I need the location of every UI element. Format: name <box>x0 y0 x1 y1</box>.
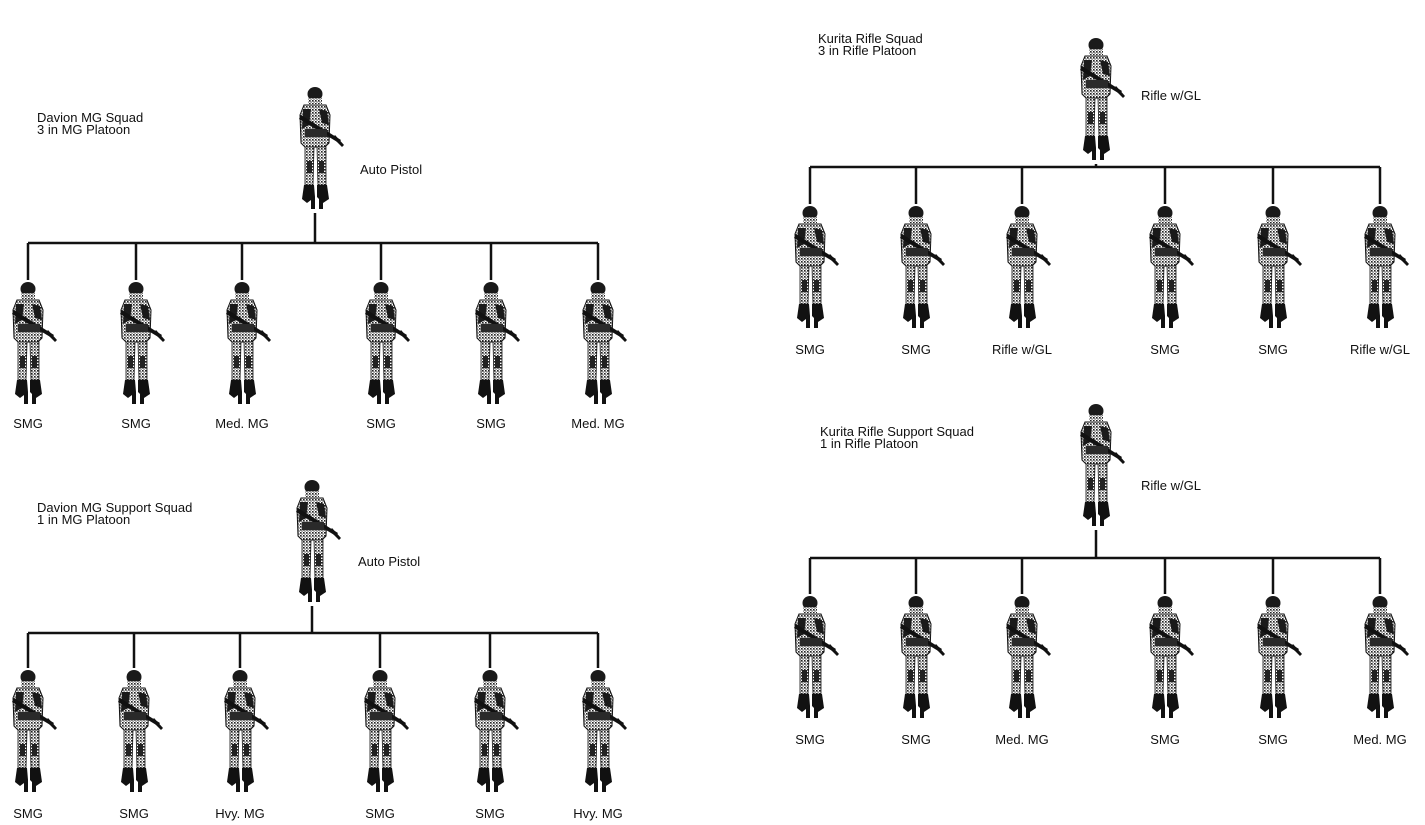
member-weapon-label: SMG <box>1150 732 1180 747</box>
squad-title: Davion MG Squad 3 in MG Platoon <box>37 110 144 137</box>
member-weapon-label: Hvy. MG <box>215 806 265 821</box>
member-weapon-label: SMG <box>365 806 395 821</box>
squad-member-soldier-icon <box>1249 204 1303 332</box>
squad-member-soldier-icon <box>1249 594 1303 722</box>
squad-title: Davion MG Support Squad 1 in MG Platoon <box>37 500 193 527</box>
squad-member-soldier-icon <box>998 204 1052 332</box>
squad-member-soldier-icon <box>892 204 946 332</box>
leader-weapon-label: Auto Pistol <box>358 554 421 569</box>
member-weapon-label: SMG <box>1258 732 1288 747</box>
member-weapon-label: Med. MG <box>995 732 1049 747</box>
squad-leader-soldier-icon <box>288 478 342 606</box>
squad-member-soldier-icon <box>356 668 410 796</box>
squad-member-soldier-icon <box>892 594 946 722</box>
member-weapon-label: SMG <box>13 416 43 431</box>
member-weapon-label: SMG <box>121 416 151 431</box>
member-weapon-label: SMG <box>1150 342 1180 357</box>
squad-member-soldier-icon <box>466 668 520 796</box>
leader-weapon-label: Rifle w/GL <box>1141 478 1201 493</box>
squad-member-soldier-icon <box>1356 594 1410 722</box>
leader-weapon-label: Rifle w/GL <box>1141 88 1201 103</box>
squad-member-soldier-icon <box>998 594 1052 722</box>
squad-title: Kurita Rifle Squad 3 in Rifle Platoon <box>818 31 923 58</box>
squad-member-soldier-icon <box>1141 204 1195 332</box>
member-weapon-label: SMG <box>795 342 825 357</box>
squad-member-soldier-icon <box>218 280 272 408</box>
member-weapon-label: Hvy. MG <box>573 806 623 821</box>
member-weapon-label: SMG <box>901 732 931 747</box>
member-weapon-label: Rifle w/GL <box>992 342 1052 357</box>
member-weapon-label: Med. MG <box>215 416 269 431</box>
squad-member-soldier-icon <box>786 204 840 332</box>
member-weapon-label: SMG <box>1258 342 1288 357</box>
squad-member-soldier-icon <box>357 280 411 408</box>
member-weapon-label: SMG <box>901 342 931 357</box>
squad-member-soldier-icon <box>216 668 270 796</box>
member-weapon-label: Med. MG <box>571 416 625 431</box>
squad-leader-soldier-icon <box>1072 36 1126 164</box>
member-weapon-label: SMG <box>475 806 505 821</box>
squad-member-soldier-icon <box>574 668 628 796</box>
member-weapon-label: Med. MG <box>1353 732 1407 747</box>
member-weapon-label: SMG <box>13 806 43 821</box>
member-weapon-label: SMG <box>795 732 825 747</box>
squad-member-soldier-icon <box>786 594 840 722</box>
squad-member-soldier-icon <box>1356 204 1410 332</box>
squad-member-soldier-icon <box>467 280 521 408</box>
leader-weapon-label: Auto Pistol <box>360 162 423 177</box>
squad-member-soldier-icon <box>110 668 164 796</box>
squad-member-soldier-icon <box>574 280 628 408</box>
member-weapon-label: SMG <box>366 416 396 431</box>
squad-leader-soldier-icon <box>1072 402 1126 530</box>
squad-leader-soldier-icon <box>291 85 345 213</box>
member-weapon-label: SMG <box>476 416 506 431</box>
squad-member-soldier-icon <box>4 668 58 796</box>
squad-member-soldier-icon <box>1141 594 1195 722</box>
squad-member-soldier-icon <box>4 280 58 408</box>
member-weapon-label: Rifle w/GL <box>1350 342 1410 357</box>
member-weapon-label: SMG <box>119 806 149 821</box>
squad-member-soldier-icon <box>112 280 166 408</box>
squad-title: Kurita Rifle Support Squad 1 in Rifle Pl… <box>820 424 974 451</box>
